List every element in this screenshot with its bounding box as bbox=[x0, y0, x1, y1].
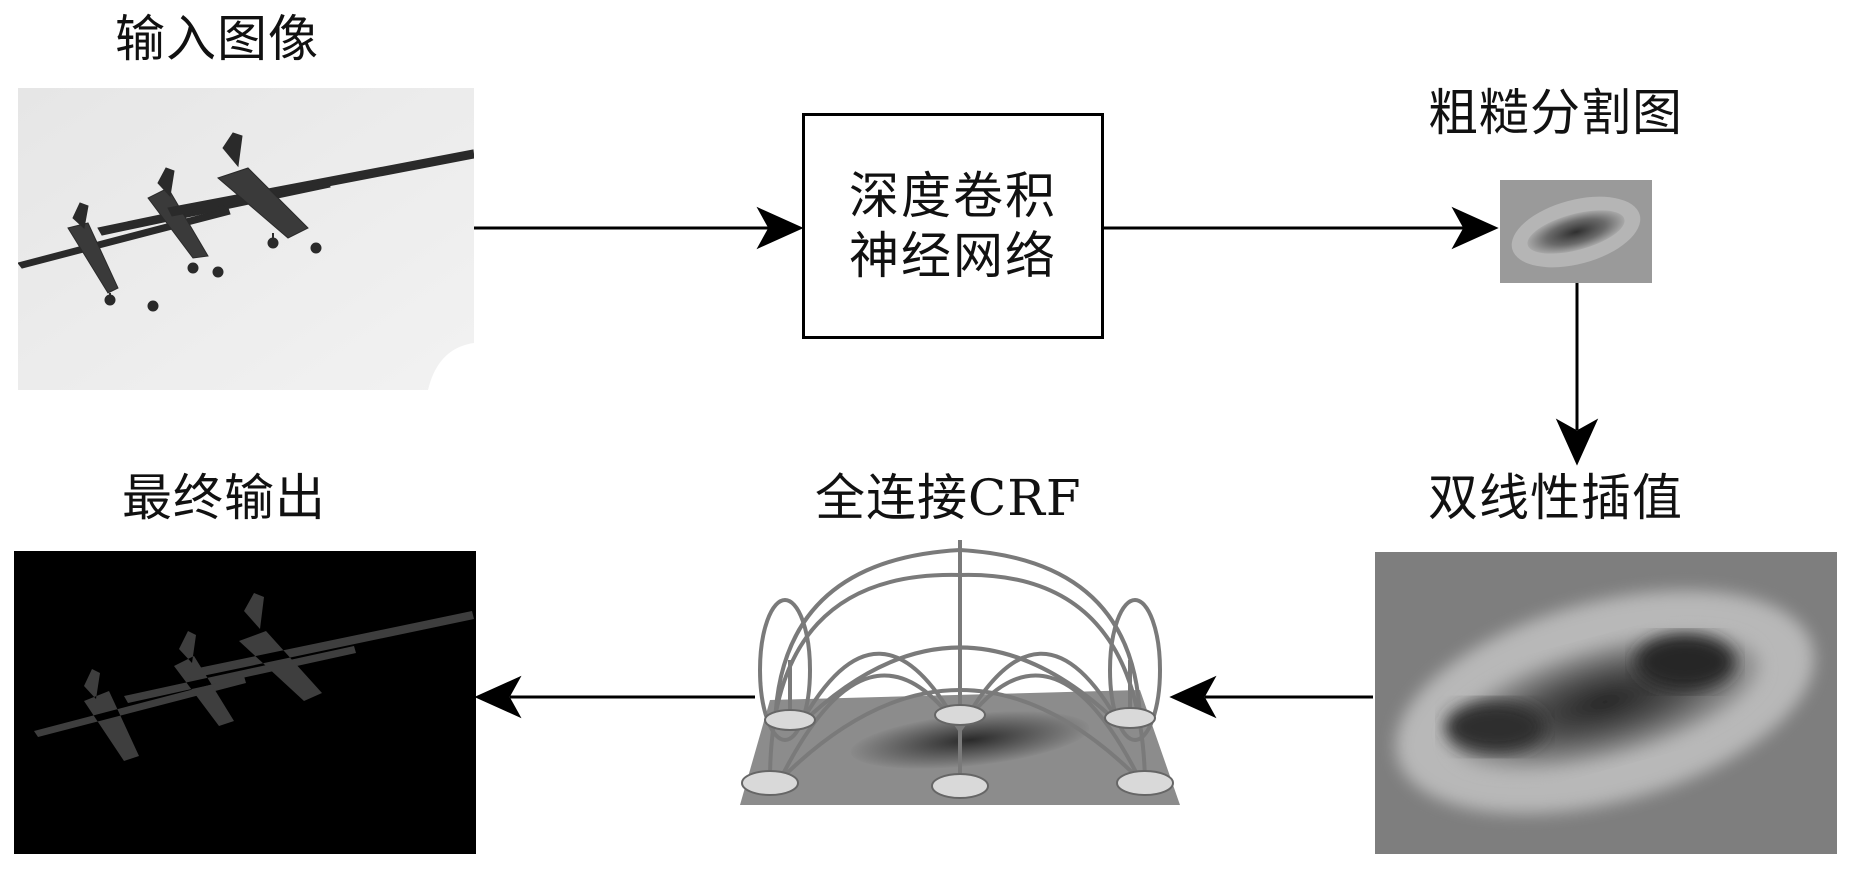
input-image-label: 输入图像 bbox=[115, 10, 319, 68]
final-output-label: 最终输出 bbox=[122, 469, 326, 527]
crf-image bbox=[740, 540, 1180, 805]
bilinear-label: 双线性插值 bbox=[1428, 469, 1683, 527]
network-box: 深度卷积 神经网络 bbox=[802, 113, 1104, 339]
coarse-map-label: 粗糙分割图 bbox=[1428, 84, 1683, 142]
bilinear-image bbox=[1375, 552, 1837, 854]
crf-label: 全连接CRF bbox=[815, 469, 1082, 527]
input-image bbox=[18, 88, 474, 390]
network-label-line1: 深度卷积 bbox=[849, 167, 1057, 225]
final-output-image bbox=[14, 551, 476, 854]
plane-icon bbox=[167, 132, 474, 254]
network-label-line2: 神经网络 bbox=[849, 227, 1057, 285]
plane-icon bbox=[34, 669, 246, 761]
coarse-map-image bbox=[1500, 180, 1652, 283]
plane-icon bbox=[184, 593, 474, 701]
